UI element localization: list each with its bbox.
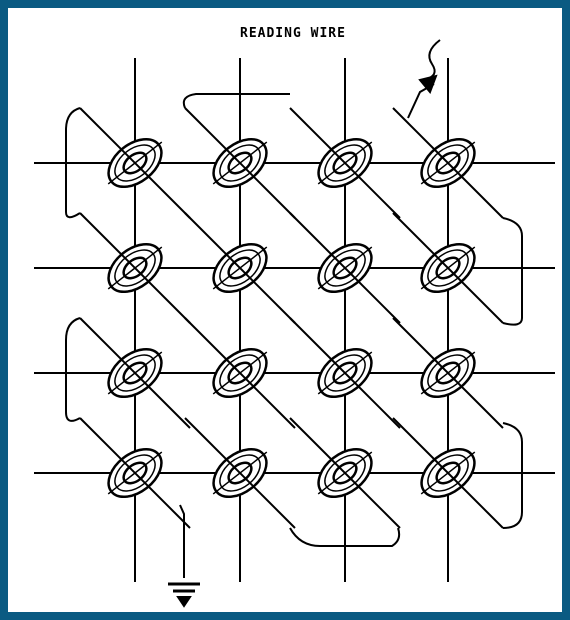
sense-segment-4-1 [79,417,191,529]
sense-segment-3-2 [184,317,296,429]
sense-loop-bottom [289,527,401,547]
sense-segment-2-1 [79,212,191,324]
sense-segment-3-4 [392,317,504,429]
sense-loop-left-1 [65,107,81,219]
sense-loop-left-2 [65,317,81,422]
ground-icon [176,596,192,608]
diagram-panel [8,8,562,612]
pointer-leader [423,39,441,81]
sense-segment-4-3 [289,417,401,529]
sense-segment-4-4 [392,417,504,529]
sense-segment-3-3 [289,317,401,429]
sense-loop-right-1 [502,217,523,326]
sense-segment-1-2 [184,107,296,219]
pointer-arrowhead [418,74,438,94]
sense-loop-right-2 [502,422,523,529]
sense-segment-2-2 [184,212,296,324]
sense-segment-1-3 [289,107,401,219]
sense-lead-to-ground [179,504,185,578]
sense-segment-2-4 [392,212,504,324]
sense-segment-4-2 [184,417,296,529]
reading-wire-label: READING WIRE [240,26,346,41]
sense-segment-2-3 [289,212,401,324]
sense-segment-3-1 [79,317,191,429]
sense-segment-1-4 [392,107,504,219]
sense-segment-1-1 [79,107,191,219]
sense-loop-top [182,93,290,109]
